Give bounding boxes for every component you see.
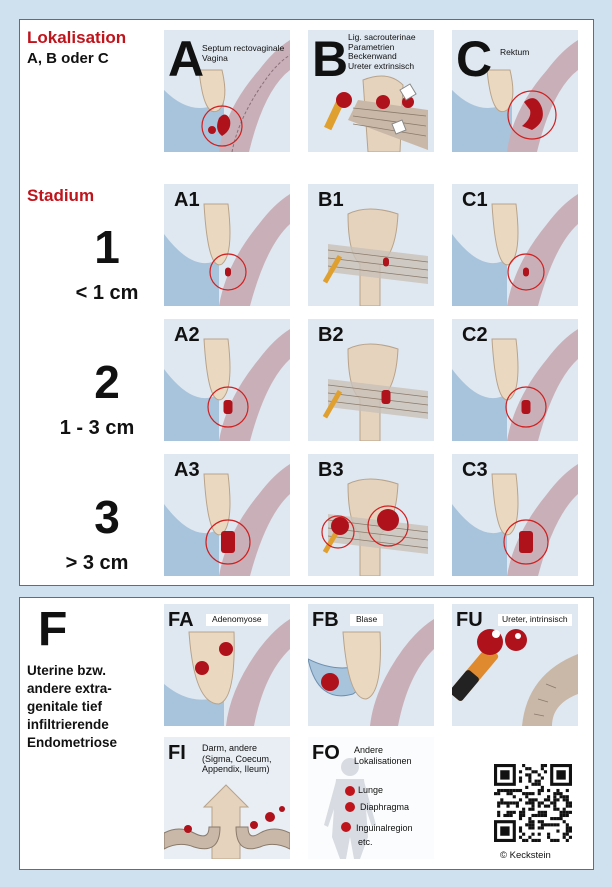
stage-size: 1 - 3 cm xyxy=(59,417,135,439)
tile-stage-b2: B2 xyxy=(308,319,434,441)
tile-code: FO xyxy=(312,742,340,764)
bowel-illustration xyxy=(164,737,290,859)
tile-stage-b1: B1 xyxy=(308,184,434,306)
site-label: etc. xyxy=(358,837,373,847)
tile-stage-c2: C2 xyxy=(452,319,578,441)
pelvis-illustration xyxy=(164,184,290,306)
qr-code[interactable] xyxy=(494,764,572,842)
tile-label: Ureter, intrinsisch xyxy=(498,614,572,626)
location-code: C xyxy=(456,31,493,87)
tile-code: FB xyxy=(312,609,339,631)
f-letter: F xyxy=(38,603,68,656)
lokalisation-subtitle: A, B oder C xyxy=(27,50,109,67)
pelvis-illustration xyxy=(308,319,434,441)
tile-stage-c3: C3 xyxy=(452,454,578,576)
tile-stage-a2: A2 xyxy=(164,319,290,441)
stage-size: < 1 cm xyxy=(75,282,139,304)
pelvis-illustration xyxy=(452,454,578,576)
tile-stage-a3: A3 xyxy=(164,454,290,576)
tile-fa: FA Adenomyose xyxy=(164,604,290,726)
tile-stage-b3: B3 xyxy=(308,454,434,576)
tile-code: C1 xyxy=(462,189,488,211)
site-label: Lunge xyxy=(358,785,384,795)
pelvis-illustration xyxy=(164,319,290,441)
tile-code: FU xyxy=(456,609,483,631)
pelvis-illustration xyxy=(308,30,434,152)
body-silhouette-illustration xyxy=(308,737,434,859)
tile-code: A2 xyxy=(174,324,200,346)
pelvis-illustration xyxy=(164,454,290,576)
pelvis-illustration xyxy=(308,454,434,576)
pelvis-illustration xyxy=(452,184,578,306)
tile-code: A3 xyxy=(174,459,200,481)
tile-fi: FI Darm, andere(Sigma, Coecum, Appendix,… xyxy=(164,737,290,859)
location-code: A xyxy=(168,31,205,87)
location-label: Rektum xyxy=(500,47,530,57)
site-label: Diaphragma xyxy=(360,802,410,812)
stage-number: 1 xyxy=(94,221,120,273)
location-code: B xyxy=(312,31,349,87)
tile-code: FI xyxy=(168,742,186,764)
stage-size: > 3 cm xyxy=(65,552,129,574)
tile-code: B2 xyxy=(318,324,344,346)
tile-code: B1 xyxy=(318,189,344,211)
tile-stage-c1: C1 xyxy=(452,184,578,306)
tile-label: Adenomyose xyxy=(206,614,268,626)
tile-fb: FB Blase xyxy=(308,604,434,726)
stage-number: 3 xyxy=(94,491,120,543)
tile-location-c: C Rektum xyxy=(452,30,578,152)
stadium-title: Stadium xyxy=(27,186,95,205)
tile-fu: FU Ureter, intrinsisch xyxy=(452,604,578,726)
pelvis-illustration xyxy=(452,319,578,441)
lokalisation-title: Lokalisation xyxy=(27,28,127,47)
bladder-illustration xyxy=(308,604,434,726)
tile-label: Blase xyxy=(350,614,384,626)
pelvis-illustration xyxy=(452,30,578,152)
tile-code: B3 xyxy=(318,459,344,481)
pelvis-illustration xyxy=(308,184,434,306)
tile-code: C3 xyxy=(462,459,488,481)
stage-number: 2 xyxy=(94,356,120,408)
copyright: © Keckstein xyxy=(500,850,551,861)
pelvis-illustration xyxy=(164,30,290,152)
site-label: Inguinalregion xyxy=(356,823,413,833)
tile-code: FA xyxy=(168,609,194,631)
tile-label: Darm, andere(Sigma, Coecum, Appendix, Il… xyxy=(202,743,272,774)
tile-stage-a1: A1 xyxy=(164,184,290,306)
tile-code: C2 xyxy=(462,324,488,346)
tile-code: A1 xyxy=(174,189,200,211)
